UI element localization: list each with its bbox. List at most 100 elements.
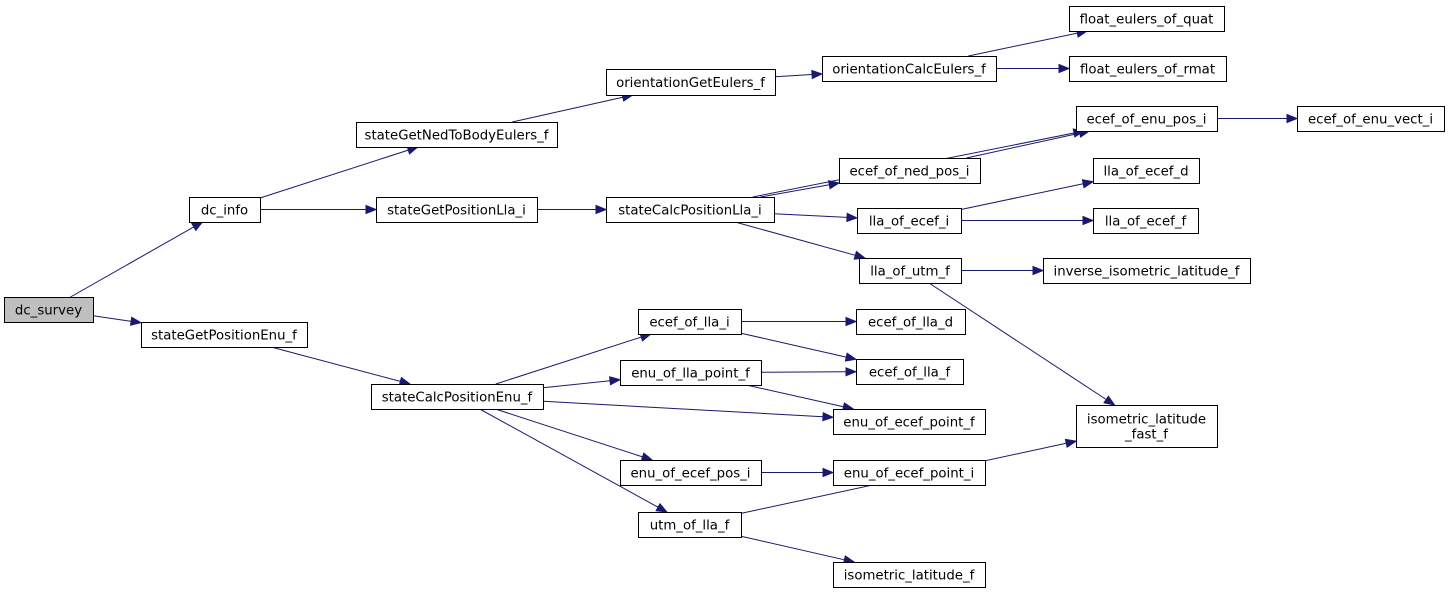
edge-stategetnedtobodyeulers-f-to-orientationgeteulers-f — [512, 92, 634, 123]
node-box[interactable] — [376, 197, 538, 223]
node-label-line: stateGetNedToBodyEulers_f — [365, 129, 549, 144]
node-box[interactable] — [1043, 258, 1251, 284]
node-label: ecef_of_lla_d — [868, 316, 953, 331]
node-box[interactable] — [638, 309, 742, 335]
node-statecalcpositionenu-f[interactable]: stateCalcPositionEnu_f — [371, 384, 544, 410]
arrowhead-icon — [827, 180, 841, 190]
node-label: ecef_of_lla_f — [869, 366, 951, 381]
node-utm-of-lla-f[interactable]: utm_of_lla_f — [638, 512, 742, 538]
node-ecef-of-lla-f[interactable]: ecef_of_lla_f — [856, 359, 964, 385]
node-label: enu_of_ecef_point_f — [843, 416, 975, 431]
node-box[interactable] — [620, 460, 762, 486]
node-box[interactable] — [1069, 6, 1225, 32]
node-label-line: stateGetPositionEnu_f — [151, 329, 297, 344]
edge-line — [495, 336, 642, 385]
node-box[interactable] — [839, 158, 981, 184]
node-box[interactable] — [822, 56, 997, 82]
node-dc-info[interactable]: dc_info — [189, 197, 261, 223]
node-box[interactable] — [1076, 405, 1218, 448]
edge-line — [760, 184, 830, 198]
arrowhead-icon — [1032, 265, 1045, 276]
node-box[interactable] — [1297, 106, 1445, 132]
node-box[interactable] — [1076, 106, 1218, 132]
node-ecef-of-enu-vect-i[interactable]: ecef_of_enu_vect_i — [1297, 106, 1445, 132]
node-stategetpositionenu-f[interactable]: stateGetPositionEnu_f — [141, 322, 308, 348]
node-box[interactable] — [833, 409, 986, 435]
node-box[interactable] — [1093, 208, 1199, 234]
node-ecef-of-enu-pos-i[interactable]: ecef_of_enu_pos_i — [1076, 106, 1218, 132]
node-label-line: ecef_of_lla_i — [649, 316, 729, 331]
node-orientationcalceulers-f[interactable]: orientationCalcEulers_f — [822, 56, 997, 82]
node-label: dc_survey — [15, 304, 82, 319]
node-label-line: inverse_isometric_latitude_f — [1054, 265, 1240, 280]
node-orientationgeteulers-f[interactable]: orientationGetEulers_f — [606, 69, 776, 96]
node-label-line: lla_of_ecef_i — [869, 215, 949, 230]
node-stategetpositionlla-i[interactable]: stateGetPositionLla_i — [376, 197, 538, 223]
node-box[interactable] — [356, 122, 558, 148]
edge-orientationcalceulers-f-to-float-eulers-of-rmat — [996, 63, 1071, 74]
edge-line — [960, 183, 1084, 210]
node-label-line: float_eulers_of_rmat — [1080, 63, 1215, 78]
node-box[interactable] — [371, 384, 544, 410]
node-enu-of-lla-point-f[interactable]: enu_of_lla_point_f — [620, 360, 762, 386]
node-enu-of-ecef-pos-i[interactable]: enu_of_ecef_pos_i — [620, 460, 762, 486]
node-float-eulers-of-quat[interactable]: float_eulers_of_quat — [1069, 6, 1225, 32]
node-lla-of-ecef-f[interactable]: lla_of_ecef_f — [1093, 208, 1199, 234]
node-ecef-of-ned-pos-i[interactable]: ecef_of_ned_pos_i — [839, 158, 981, 184]
node-float-eulers-of-rmat[interactable]: float_eulers_of_rmat — [1069, 56, 1227, 82]
node-isometric-latitude-fast-f[interactable]: isometric_latitude_fast_f — [1076, 405, 1218, 448]
node-box[interactable] — [606, 197, 775, 223]
node-statecalcpositionlla-i[interactable]: stateCalcPositionLla_i — [606, 197, 775, 223]
node-label: stateCalcPositionEnu_f — [382, 391, 533, 406]
node-dc-survey[interactable]: dc_survey — [4, 297, 94, 323]
node-box[interactable] — [857, 208, 962, 234]
arrowhead-icon — [365, 204, 378, 215]
node-box[interactable] — [606, 69, 776, 96]
node-ecef-of-lla-d[interactable]: ecef_of_lla_d — [856, 309, 966, 335]
node-box[interactable] — [833, 460, 986, 486]
node-label-line: enu_of_ecef_point_f — [843, 416, 975, 431]
edge-statecalcpositionenu-f-to-utm-of-lla-f — [479, 408, 668, 513]
node-label: lla_of_ecef_d — [1103, 165, 1188, 180]
node-enu-of-ecef-point-f[interactable]: enu_of_ecef_point_f — [833, 409, 986, 435]
node-label: lla_of_ecef_i — [869, 215, 949, 230]
node-label: isometric_latitude_f — [844, 569, 975, 584]
node-label: lla_of_utm_f — [870, 265, 950, 280]
node-box[interactable] — [856, 359, 964, 385]
arrowhead-icon — [845, 367, 858, 377]
node-box[interactable] — [856, 309, 966, 335]
node-box[interactable] — [859, 258, 962, 284]
node-box[interactable] — [833, 562, 986, 588]
node-stategetnedtobodyeulers-f[interactable]: stateGetNedToBodyEulers_f — [356, 122, 558, 148]
node-box[interactable] — [141, 322, 308, 348]
node-label-line: enu_of_ecef_pos_i — [631, 467, 751, 482]
node-box[interactable] — [620, 360, 762, 386]
arrowhead-icon — [1081, 179, 1095, 189]
arrowhead-icon — [595, 204, 608, 215]
arrowhead-icon — [655, 502, 668, 513]
edge-stategetpositionlla-i-to-statecalcpositionlla-i — [537, 204, 608, 215]
edge-line — [70, 226, 195, 298]
node-inverse-isometric-latitude-f[interactable]: inverse_isometric_latitude_f — [1043, 258, 1251, 284]
edge-statecalcpositionlla-i-to-lla-of-ecef-i — [773, 212, 859, 223]
edge-utm-of-lla-f-to-isometric-latitude-f — [740, 535, 856, 565]
node-box[interactable] — [1093, 158, 1200, 184]
node-box[interactable] — [189, 197, 261, 223]
node-lla-of-ecef-d[interactable]: lla_of_ecef_d — [1093, 158, 1200, 184]
node-lla-of-utm-f[interactable]: lla_of_utm_f — [859, 258, 962, 284]
node-box[interactable] — [4, 297, 94, 323]
node-isometric-latitude-f[interactable]: isometric_latitude_f — [833, 562, 986, 588]
arrowhead-icon — [844, 352, 858, 362]
node-label: inverse_isometric_latitude_f — [1054, 265, 1240, 280]
edge-orientationgeteulers-f-to-orientationcalceulers-f — [774, 69, 824, 80]
node-enu-of-ecef-point-i[interactable]: enu_of_ecef_point_i — [833, 460, 986, 486]
node-label: float_eulers_of_quat — [1080, 13, 1214, 28]
edge-line — [270, 346, 401, 382]
node-ecef-of-lla-i[interactable]: ecef_of_lla_i — [638, 309, 742, 335]
node-label-line: stateCalcPositionLla_i — [618, 204, 762, 219]
node-box[interactable] — [638, 512, 742, 538]
node-lla-of-ecef-i[interactable]: lla_of_ecef_i — [857, 208, 962, 234]
node-box[interactable] — [1069, 56, 1227, 82]
node-label-line: _fast_f — [1124, 428, 1168, 443]
